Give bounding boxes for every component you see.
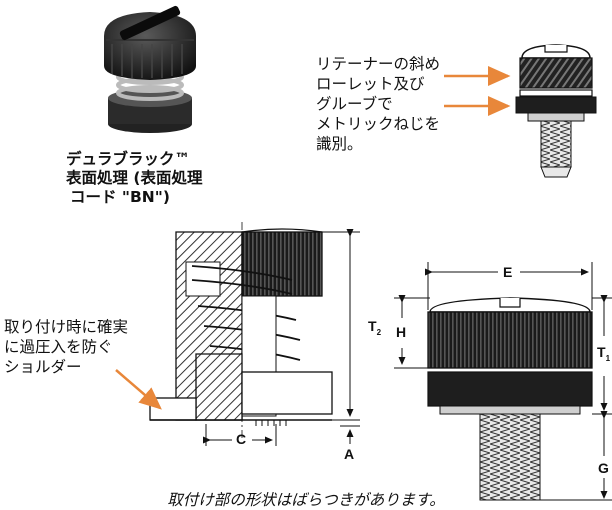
shoulder-caption-line3: ショルダー	[4, 358, 82, 376]
dim-label-e: E	[503, 264, 513, 280]
dim-g-lines	[540, 411, 612, 501]
shoulder-arrow	[115, 369, 162, 410]
finish-caption-line2: 表面処理 (表面処理	[66, 169, 203, 187]
dim-e-lines	[425, 262, 593, 310]
dim-label-g: G	[598, 460, 609, 476]
dim-label-t1: T1	[597, 344, 611, 363]
side-view-drawing	[427, 297, 593, 501]
retainer-caption-line5: 識別。	[316, 135, 363, 153]
shoulder-caption-line1: 取り付け時に確実	[4, 318, 129, 336]
dim-a-lines	[340, 425, 360, 444]
metric-screw-drawing	[515, 44, 597, 178]
retainer-arrows	[444, 66, 511, 116]
dim-c-lines	[203, 424, 277, 446]
dim-label-t2: T2	[368, 318, 382, 337]
dim-label-c: C	[236, 431, 247, 447]
dim-h-lines	[394, 295, 430, 369]
retainer-caption-line4: メトリックねじを	[316, 115, 441, 133]
dim-t2-lines	[322, 229, 360, 421]
dim-label-h: H	[396, 324, 407, 340]
finish-caption-line1: デュラブラック™	[66, 150, 191, 168]
cross-section-drawing	[149, 222, 333, 440]
finish-caption-line3: コード "BN")	[70, 188, 170, 206]
footer-note: 取付け部の形状はばらつきがあります。	[167, 491, 445, 509]
retainer-caption-line2: ローレット及び	[316, 75, 425, 93]
retainer-caption-line1: リテーナーの斜め	[316, 55, 441, 73]
duroblack-screw-photo	[104, 5, 196, 133]
retainer-caption-line3: グルーブで	[316, 95, 393, 113]
dim-label-a: A	[344, 446, 355, 462]
shoulder-caption-line2: に過圧入を防ぐ	[4, 338, 113, 356]
